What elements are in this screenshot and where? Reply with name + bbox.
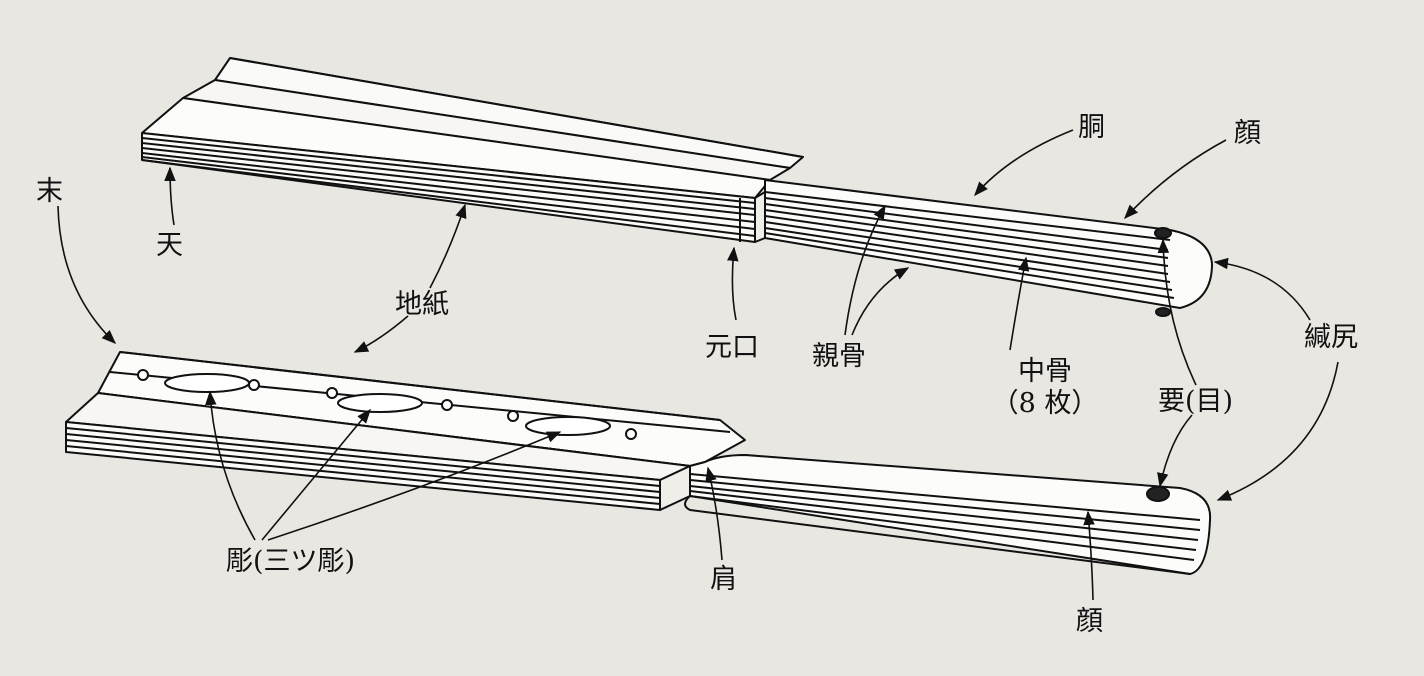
label-oyabone: 親骨 bbox=[812, 341, 866, 372]
label-nakabone-line2: （8 枚） bbox=[991, 388, 1099, 420]
label-jigami: 地紙 bbox=[395, 289, 449, 320]
label-do: 胴 bbox=[1078, 112, 1105, 143]
label-hori: 彫(三ツ彫) bbox=[226, 546, 356, 577]
label-motoguchi: 元口 bbox=[705, 332, 759, 363]
label-kanamejiri: 緘尻 bbox=[1304, 322, 1358, 353]
label-sue: 末 bbox=[36, 176, 63, 207]
label-kaname: 要(目) bbox=[1158, 386, 1234, 417]
label-kao-top: 顔 bbox=[1234, 118, 1261, 149]
upper-fan-sticks bbox=[141, 57, 1213, 317]
lower-fan-stick bbox=[65, 351, 1212, 575]
label-ten: 天 bbox=[156, 230, 183, 261]
leader-arrows bbox=[57, 129, 1339, 601]
label-nakabone-line1: 中骨 bbox=[1018, 356, 1072, 387]
label-nakabone: 中骨 （8 枚） bbox=[990, 356, 1100, 421]
label-kata: 肩 bbox=[710, 564, 737, 595]
label-kao-bottom: 顔 bbox=[1076, 606, 1103, 637]
